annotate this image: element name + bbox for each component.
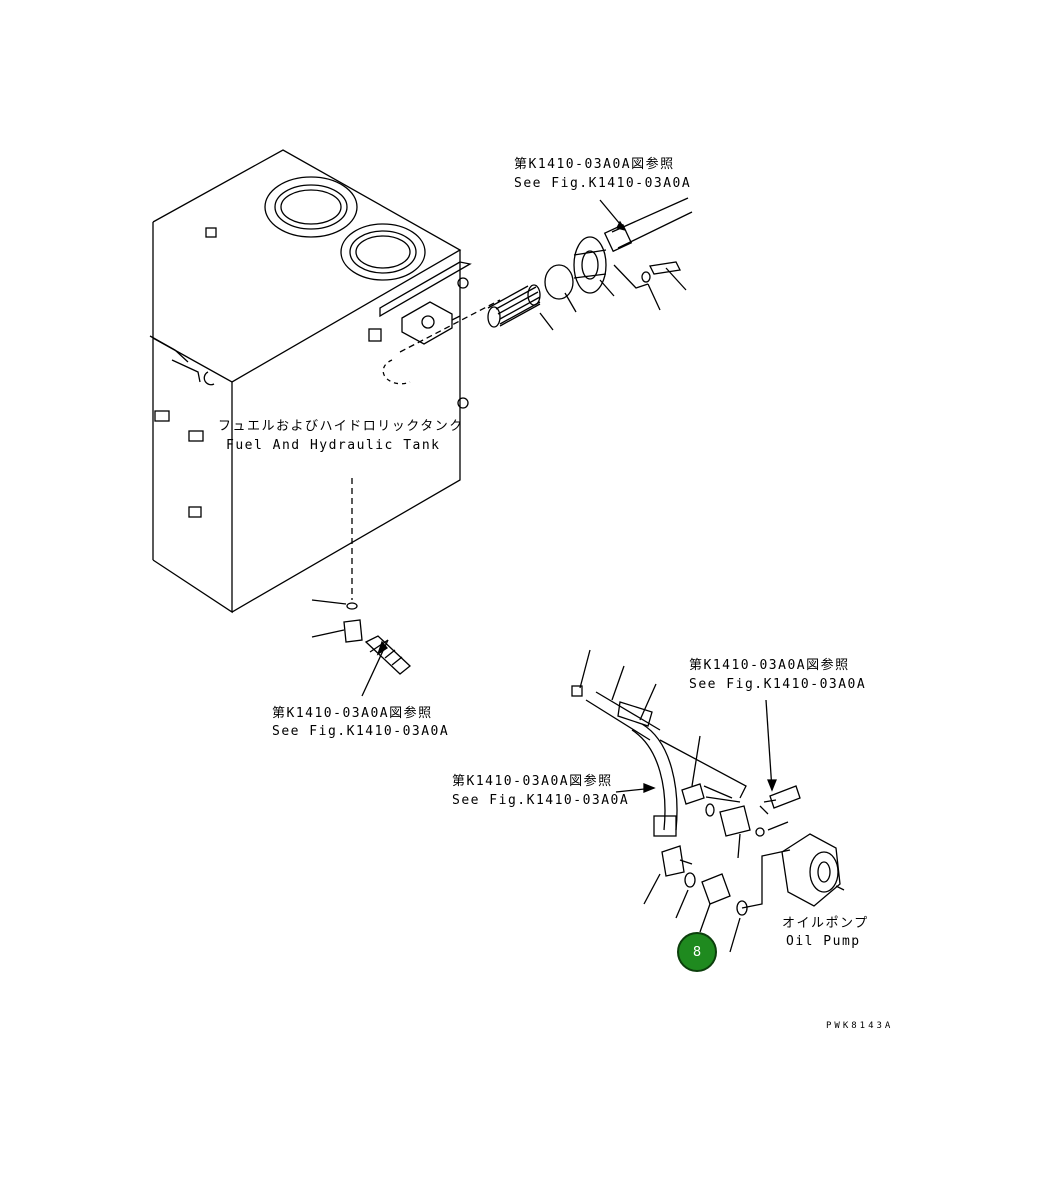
- drawing-code: PWK8143A: [826, 1021, 894, 1031]
- oil-pump-label-jp: オイルポンプ: [782, 916, 869, 931]
- strainer-assembly: [487, 197, 693, 331]
- ref-right-jp: 第K1410-03A0A図参照: [689, 658, 850, 673]
- ref-mid-jp: 第K1410-03A0A図参照: [452, 774, 613, 789]
- ref-left-jp: 第K1410-03A0A図参照: [272, 706, 433, 721]
- ref-top-en: See Fig.K1410-03A0A: [514, 176, 692, 191]
- tank-label-en: Fuel And Hydraulic Tank: [226, 438, 441, 453]
- drain-fitting: [311, 599, 411, 697]
- ref-right-en: See Fig.K1410-03A0A: [689, 677, 867, 692]
- ref-mid-en: See Fig.K1410-03A0A: [452, 793, 630, 808]
- fuel-hydraulic-tank: [149, 149, 501, 614]
- part-callout-8[interactable]: 8: [677, 932, 717, 972]
- tank-label-jp: フュエルおよびハイドロリックタンク: [218, 419, 464, 434]
- ref-left-en: See Fig.K1410-03A0A: [272, 724, 450, 739]
- pump-hose-assembly: [571, 649, 845, 953]
- oil-pump-label-en: Oil Pump: [786, 934, 861, 949]
- ref-top-jp: 第K1410-03A0A図参照: [514, 157, 675, 172]
